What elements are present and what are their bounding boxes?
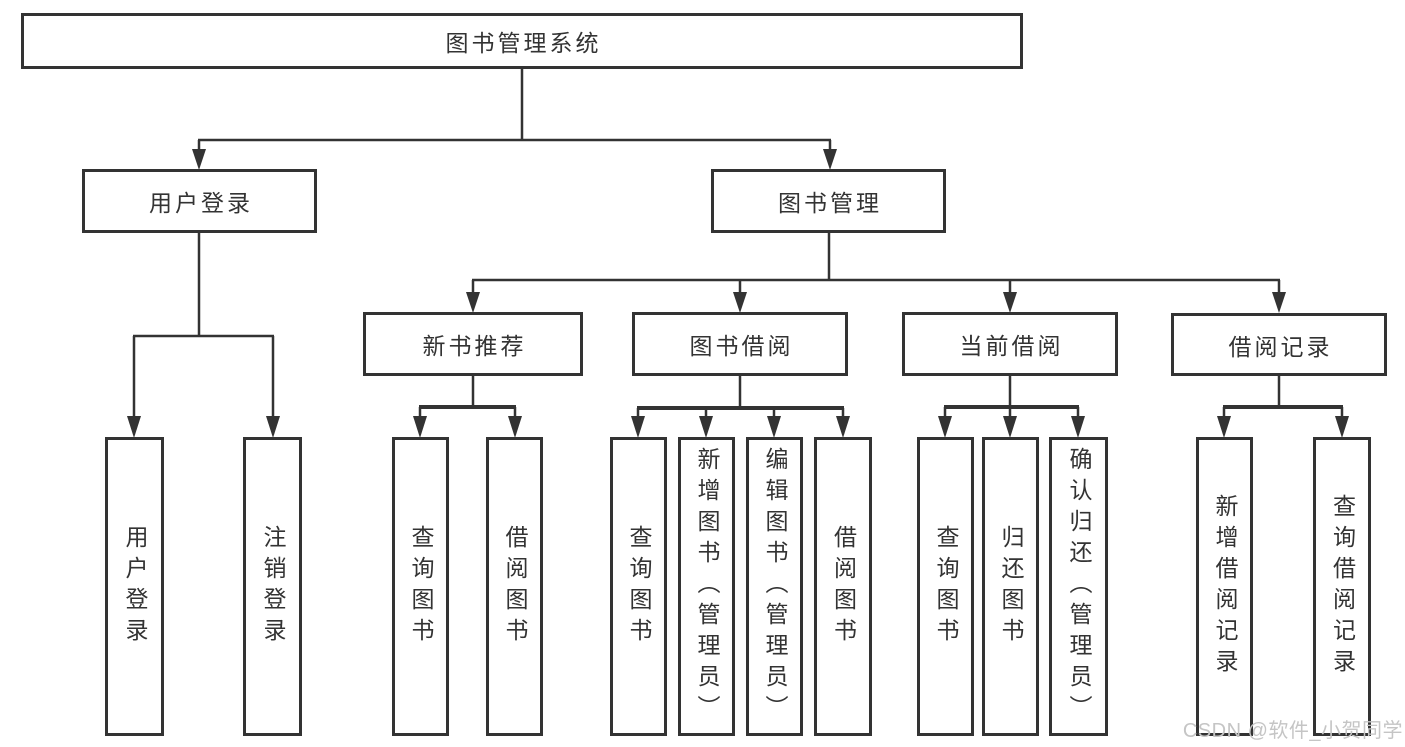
node-label: 编辑图书（管理员） [762,447,788,726]
node-label: 当前借阅 [959,333,1064,359]
arrow-down-icon [508,416,522,438]
arrow-down-icon [733,292,747,313]
connector-new-book-rec-children [413,376,522,438]
node-label: 借阅图书 [502,524,528,649]
node-label: 查询图书 [626,524,652,649]
leaf-user-login: 用户登录 [105,437,164,736]
node-label: 借阅记录 [1228,333,1333,360]
arrow-down-icon [938,416,952,438]
arrow-down-icon [266,416,280,438]
node-label: 查询借阅记录 [1329,493,1356,680]
node-label: 归还图书 [998,524,1024,649]
arrow-down-icon [699,416,713,438]
arrow-down-icon [631,416,645,438]
arrow-down-icon [127,416,141,438]
node-current-borrowing: 当前借阅 [902,312,1118,376]
node-book-borrowing: 图书借阅 [632,312,848,376]
leaf-borrow-books: 借阅图书 [486,437,543,736]
leaf-query-books: 查询图书 [917,437,974,736]
arrow-down-icon [413,416,427,438]
node-label: 新书推荐 [422,333,527,359]
node-borrowing-records: 借阅记录 [1171,313,1387,376]
leaf-query-books: 查询图书 [392,437,449,736]
arrow-down-icon [836,416,850,438]
node-label: 借阅图书 [830,524,857,649]
node-label: 图书借阅 [689,333,794,359]
node-label: 新增借阅记录 [1212,493,1238,680]
node-label: 图书管理 [778,190,882,216]
arrow-down-icon [192,149,206,170]
connector-borrow-record-children [1217,376,1349,438]
arrow-down-icon [823,149,837,170]
leaf-borrow-books: 借阅图书 [814,437,872,736]
node-label: 新增图书（管理员） [694,447,720,726]
leaf-confirm-return-admin: 确认归还（管理员） [1049,437,1108,736]
connector-book-borrow-children [631,376,850,438]
connector-current-borrow-children [938,376,1085,438]
node-user-login: 用户登录 [82,169,317,233]
leaf-edit-books-admin: 编辑图书（管理员） [746,437,803,736]
node-label: 注销登录 [260,524,286,649]
leaf-query-books: 查询图书 [610,437,667,736]
node-book-management: 图书管理 [711,169,946,233]
arrow-down-icon [1003,416,1017,438]
node-new-book-recommendation: 新书推荐 [363,312,583,376]
node-library-system: 图书管理系统 [21,13,1023,69]
arrow-down-icon [466,292,480,313]
leaf-return-books: 归还图书 [982,437,1039,736]
arrow-down-icon [1335,416,1349,438]
leaf-add-books-admin: 新增图书（管理员） [678,437,735,736]
leaf-query-borrow-record: 查询借阅记录 [1313,437,1371,736]
arrow-down-icon [1272,292,1286,313]
connector-root-to-level2 [192,69,837,170]
arrow-down-icon [767,416,781,438]
leaf-add-borrow-record: 新增借阅记录 [1196,437,1253,736]
node-label: 用户登录 [149,190,253,216]
arrow-down-icon [1217,416,1231,438]
csdn-watermark: CSDN @软件_小贺同学 [1182,720,1403,742]
arrow-down-icon [1071,416,1085,438]
node-label: 查询图书 [933,524,959,649]
node-label: 图书管理系统 [445,30,602,56]
leaf-logout: 注销登录 [243,437,302,736]
connector-user-login-children [127,233,280,438]
node-label: 用户登录 [122,524,148,649]
node-label: 查询图书 [408,524,434,649]
arrow-down-icon [1003,292,1017,313]
node-label: 确认归还（管理员） [1066,447,1092,726]
connector-book-mgmt-children [466,233,1286,313]
